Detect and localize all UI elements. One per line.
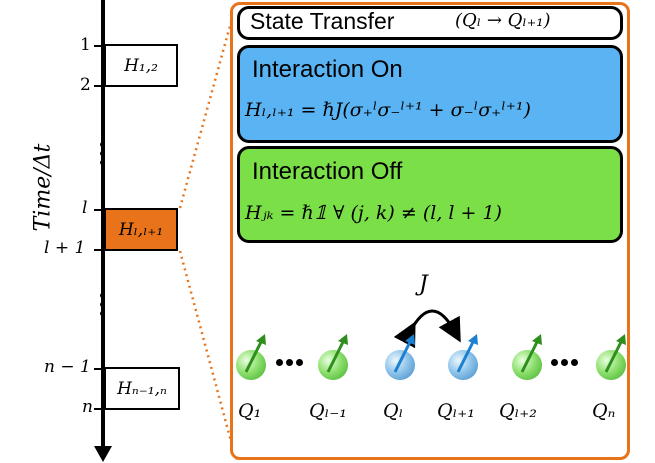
tick-label-2: 2 [80,75,91,95]
interaction-off-title: Interaction Off [252,158,403,185]
qubit-label-l-1: Qₗ₋₁ [309,400,347,422]
qubit-ellipsis-1 [276,359,303,366]
state-transfer-formula: (Qₗ → Qₗ₊₁) [455,10,551,31]
interaction-off-equation: Hⱼₖ = ℏ𝟙 ∀ (j, k) ≠ (l, l + 1) [245,202,502,224]
tick-label-l1: l + 1 [44,238,86,258]
qubit-label-l: Qₗ [383,400,404,422]
interaction-on-equation: Hₗ,ₗ₊₁ = ℏJ(σ₊ˡσ₋ˡ⁺¹ + σ₋ˡσ₊ˡ⁺¹) [245,99,531,121]
interaction-on-box [237,45,623,143]
qubit-ellipsis-2 [551,359,578,366]
state-transfer-title: State Transfer [250,8,395,34]
interaction-on-title: Interaction On [252,56,403,83]
timeline-ellipsis-2 [100,293,106,320]
coupling-label: J [419,272,428,297]
tick-label-n1: n − 1 [44,357,91,377]
state-transfer-box [237,6,623,40]
qubit-label-l2: Qₗ₊₂ [499,400,537,422]
timeline-axis [101,0,105,448]
interaction-off-box [237,146,623,243]
tick-label-n: n [82,397,93,417]
tick-label-1: 1 [80,35,91,55]
timeline-arrow-icon [94,446,112,462]
tick-l [94,209,110,211]
qubit-label-l1: Qₗ₊₁ [437,400,475,422]
block-hn: Hₙ₋₁,ₙ [104,367,180,410]
tick-n [94,408,110,410]
tick-2 [94,85,110,87]
timeline-ellipsis-1 [100,142,106,169]
tick-1 [94,45,110,47]
qubit-label-n: Qₙ [592,400,616,422]
qubit-label-1: Q₁ [238,400,262,422]
tick-label-l: l [82,198,88,218]
block-hl: Hₗ,ₗ₊₁ [104,208,178,251]
block-h12: H₁,₂ [104,44,178,87]
tick-l1 [94,249,110,251]
tick-n1 [94,368,110,370]
